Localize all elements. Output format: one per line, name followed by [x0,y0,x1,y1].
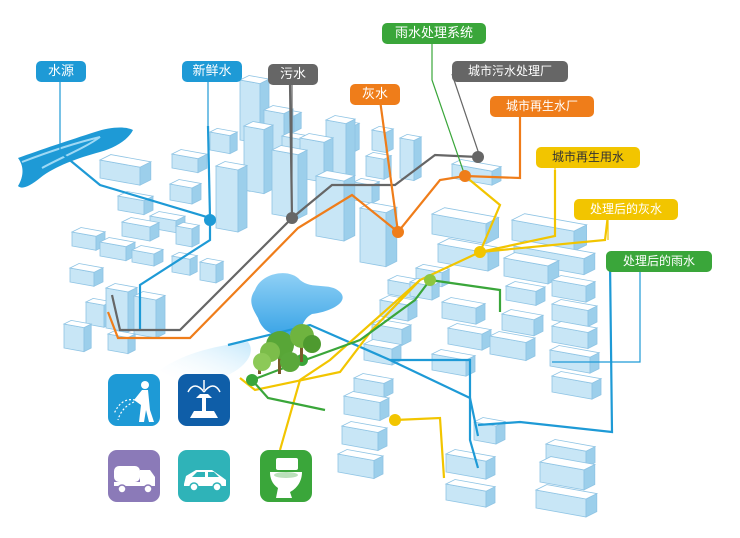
building [198,257,225,284]
building [538,456,597,491]
recycled-plant-node [459,170,471,182]
building [62,319,93,353]
building [174,221,201,248]
building [130,245,165,267]
building [548,345,601,374]
label-grey-water: 灰水 [350,84,400,105]
fountain-icon [178,374,230,426]
building [352,373,395,399]
grey-water-node [392,226,404,238]
building [340,421,389,452]
sewage-node [286,212,298,224]
building [98,154,153,186]
building [550,321,599,350]
building [446,323,493,351]
water-truck-icon [108,450,160,502]
label-recycled-plant: 城市再生水厂 [490,96,594,117]
rainwater-node-park-2 [246,374,258,386]
label-sewage-plant: 城市污水处理厂 [452,61,568,82]
building [450,159,503,186]
car-wash-icon [178,450,230,502]
building [364,151,393,180]
park-trees [253,324,321,374]
building [500,309,545,337]
building [444,449,497,480]
building [370,319,413,347]
building [208,127,239,155]
callout-lines [59,34,641,363]
building [214,161,249,233]
building [270,145,309,220]
building [398,133,423,182]
central-lake [251,273,343,336]
toilet-icon [260,450,312,502]
sewage-pipes [110,83,479,332]
building [370,125,395,154]
recycled-node-south [389,414,401,426]
building [550,299,599,328]
label-fresh-water: 新鲜水 [182,61,242,82]
label-treated-grey: 处理后的灰水 [574,199,678,220]
building [430,207,500,245]
building [352,177,381,204]
building [488,331,537,362]
building [104,283,139,333]
building [342,391,391,422]
label-recycled-use: 城市再生用水 [536,147,640,168]
building [98,237,137,262]
building [550,275,597,303]
label-treated-rain: 处理后的雨水 [606,251,712,272]
building [534,484,599,518]
building [472,417,507,445]
building [430,349,477,377]
sewage-plant-node [472,151,484,163]
building [242,121,275,195]
rainwater-node [424,274,436,286]
fresh-water-node [204,214,216,226]
label-rainwater-system: 雨水处理系统 [382,23,486,44]
building [68,263,105,287]
building [362,339,403,366]
recycled-use-node [474,246,486,258]
water-source-shape [18,127,133,188]
building [336,449,385,480]
label-water-source: 水源 [36,61,86,82]
label-sewage: 污水 [268,64,318,85]
building [358,202,399,268]
building [120,217,161,242]
irrigation-icon [108,374,160,426]
building [170,149,209,174]
building [444,479,497,508]
building [168,179,203,205]
building [504,281,547,307]
building [106,329,137,355]
building [550,371,603,400]
building [440,297,487,325]
